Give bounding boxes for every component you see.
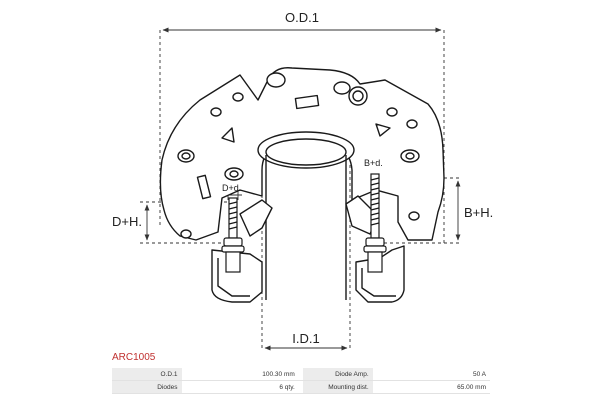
left-bolt-head: [223, 237, 243, 247]
right-bolt-washer: [363, 245, 387, 253]
spec-value: 65.00 mm: [372, 380, 490, 394]
dh-label: D+H.: [112, 214, 142, 229]
top-hole-right: [333, 81, 351, 95]
dd-label: D+d.: [222, 183, 241, 193]
table-row: Diodes 6 qty. Mounting dist. 65.00 mm: [112, 380, 490, 394]
part-code: ARC1005: [112, 352, 156, 363]
left-bottom-hole: [180, 229, 192, 239]
spec-table: O.D.1 100.30 mm Diode Amp. 50 A Diodes 6…: [112, 368, 490, 394]
left-hole-2: [210, 107, 222, 117]
left-mount-flange: [239, 199, 273, 237]
left-mount-bracket-inner: [217, 258, 250, 297]
right-bottom-hole: [408, 211, 420, 221]
spec-key: O.D.1: [112, 368, 182, 381]
top-hole-left: [266, 72, 286, 88]
right-hole-2: [406, 119, 418, 129]
left-bolt: [221, 197, 245, 273]
right-mount-bracket-inner: [361, 268, 396, 297]
table-row: O.D.1 100.30 mm Diode Amp. 50 A: [112, 368, 490, 381]
right-hole-1: [386, 107, 398, 117]
right-bolt-sleeve: [367, 251, 383, 273]
od-label: O.D.1: [285, 10, 319, 25]
right-bolt: [363, 173, 387, 273]
spec-key: Diodes: [112, 380, 182, 394]
left-diode-2-inner: [229, 170, 239, 178]
rectifier-body: [159, 67, 445, 303]
spec-value: 6 qty.: [181, 380, 299, 394]
left-slot: [196, 174, 212, 200]
spec-value: 100.30 mm: [181, 368, 299, 381]
bh-label: B+H.: [464, 205, 493, 220]
left-terminal-marker: [221, 127, 235, 143]
bd-label: B+d.: [364, 158, 383, 168]
right-large-hole-inner: [352, 90, 364, 102]
right-terminal-marker: [375, 123, 391, 137]
spec-key: Diode Amp.: [303, 368, 373, 381]
spec-key: Mounting dist.: [303, 380, 373, 394]
top-slot: [294, 94, 320, 110]
id-label: I.D.1: [292, 331, 319, 346]
bore-lip-inner: [265, 138, 347, 166]
left-diode-1-inner: [181, 152, 191, 160]
spec-value: 50 A: [372, 368, 490, 381]
left-bolt-sleeve: [225, 251, 241, 273]
right-diode-1-inner: [405, 152, 415, 160]
outer-outline: [159, 67, 445, 241]
left-mount-bracket: [211, 249, 263, 303]
left-hole-1: [232, 92, 244, 102]
left-bolt-washer: [221, 245, 245, 253]
rectifier-diagram: O.D.1 I.D.1 D+H. B+H. D+d. B+d.: [112, 10, 493, 351]
right-bolt-head: [365, 237, 385, 247]
